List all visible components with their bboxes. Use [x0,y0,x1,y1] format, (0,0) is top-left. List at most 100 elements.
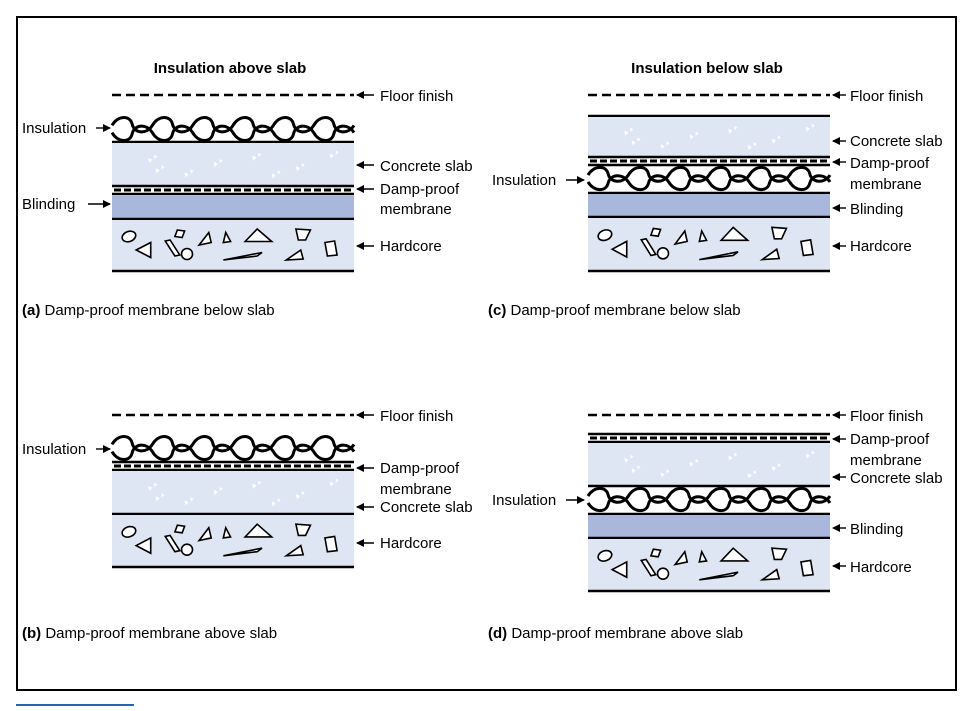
stone-fragment [134,536,152,555]
stone-circle [656,247,670,260]
hardcore-layer [588,218,830,270]
aggregate-speck [630,454,634,459]
aggregate-speck [301,491,305,496]
stone-fragment [163,534,182,553]
aggregate-speck [695,458,699,463]
caption-b: (b) Damp-proof membrane above slab [22,625,277,642]
aggregate-speck [728,128,733,134]
aggregate-speck [154,482,158,487]
aggregate-speck [271,173,276,179]
label-insulation: Insulation [492,492,556,509]
aggregate-speck [219,158,223,163]
label-hardcore: Hardcore [850,559,912,576]
stone-fragment [223,251,263,261]
label-insulation: Insulation [492,172,556,189]
aggregate-speck [190,169,194,174]
aggregate-speck [219,486,223,491]
aggregate-speck [734,452,738,457]
stone-fragment [698,549,708,563]
stone-fragment [223,547,263,557]
stone-fragment [698,228,708,243]
stone-fragment [759,568,781,581]
insulation-wave-bottom [110,443,356,462]
stone-ellipse [597,229,613,242]
aggregate-speck [335,150,339,155]
stone-fragment [197,525,213,542]
stone-fragment [222,525,232,539]
label-hardcore: Hardcore [380,535,442,552]
stone-circle [180,247,194,261]
stone-fragment [197,230,213,247]
label-blinding: Blinding [850,521,903,538]
stone-fragment [324,535,338,553]
panel-b-labels: Floor finish Insulation Damp-proof membr… [22,408,473,552]
aggregate-speck [624,457,629,463]
stone-fragment [283,544,305,557]
aggregate-speck [630,127,634,132]
heading-insulation-below-slab: Insulation below slab [631,60,783,77]
hardcore-layer [112,515,354,566]
aggregate-speck [271,501,276,507]
stone-fragment [173,524,186,534]
aggregate-speck [631,140,636,146]
aggregate-speck [277,498,281,503]
stone-fragment [759,247,781,261]
aggregate-speck [777,135,781,140]
aggregate-speck [295,494,300,500]
stone-ellipse [121,525,137,538]
aggregate-speck [154,154,158,159]
stone-fragment [770,226,788,240]
aggregate-speck [689,134,694,140]
label-damp-proof-line2: membrane [850,452,922,469]
blinding-layer [588,194,830,216]
aggregate-speck [148,157,153,163]
aggregate-speck [728,455,733,461]
label-hardcore: Hardcore [850,238,912,255]
caption-d: (d) Damp-proof membrane above slab [488,625,743,642]
layer-drawings [88,91,846,593]
aggregate-speck [277,170,281,175]
stone-fragment [699,571,739,581]
stone-fragment [243,523,274,538]
label-floor-finish: Floor finish [850,408,923,425]
label-damp-proof-line2: membrane [850,176,922,193]
stone-fragment [610,240,628,259]
aggregate-speck [161,493,165,498]
insulation-wave-top [110,115,356,134]
label-damp-proof-line2: membrane [380,201,452,218]
insulation-wave-bottom [586,174,832,192]
stone-fragment [222,230,232,244]
aggregate-speck [301,163,305,168]
aggregate-speck [148,485,153,491]
concrete-slab [112,471,354,513]
aggregate-speck [805,126,810,132]
caption-a: (a) Damp-proof membrane below slab [22,302,275,319]
insulation-wave-bottom [586,495,832,513]
label-damp-proof-line1: Damp-proof [850,155,930,172]
stone-fragment [649,227,662,238]
aggregate-speck [252,483,257,489]
stone-fragment [800,238,814,257]
concrete-slab [588,443,830,485]
stone-fragment [283,248,305,261]
aggregate-speck [689,461,694,467]
aggregate-speck [213,489,218,495]
aggregate-speck [329,481,334,487]
aggregate-speck [747,145,752,151]
aggregate-speck [666,141,670,146]
aggregate-speck [184,500,189,506]
concrete-slab [588,117,830,156]
aggregate-speck [161,165,165,170]
stone-fragment [673,229,689,246]
stone-fragment [134,241,152,259]
label-floor-finish: Floor finish [380,88,453,105]
damp-proof-membrane-band [112,186,354,194]
stone-fragment [719,226,750,242]
insulation-wave-top [586,165,832,183]
stone-fragment [699,251,739,261]
aggregate-speck [155,496,160,502]
damp-proof-membrane-band [588,434,830,442]
bottom-rule [16,704,134,706]
label-damp-proof-line1: Damp-proof [850,431,930,448]
stone-fragment [294,228,312,241]
